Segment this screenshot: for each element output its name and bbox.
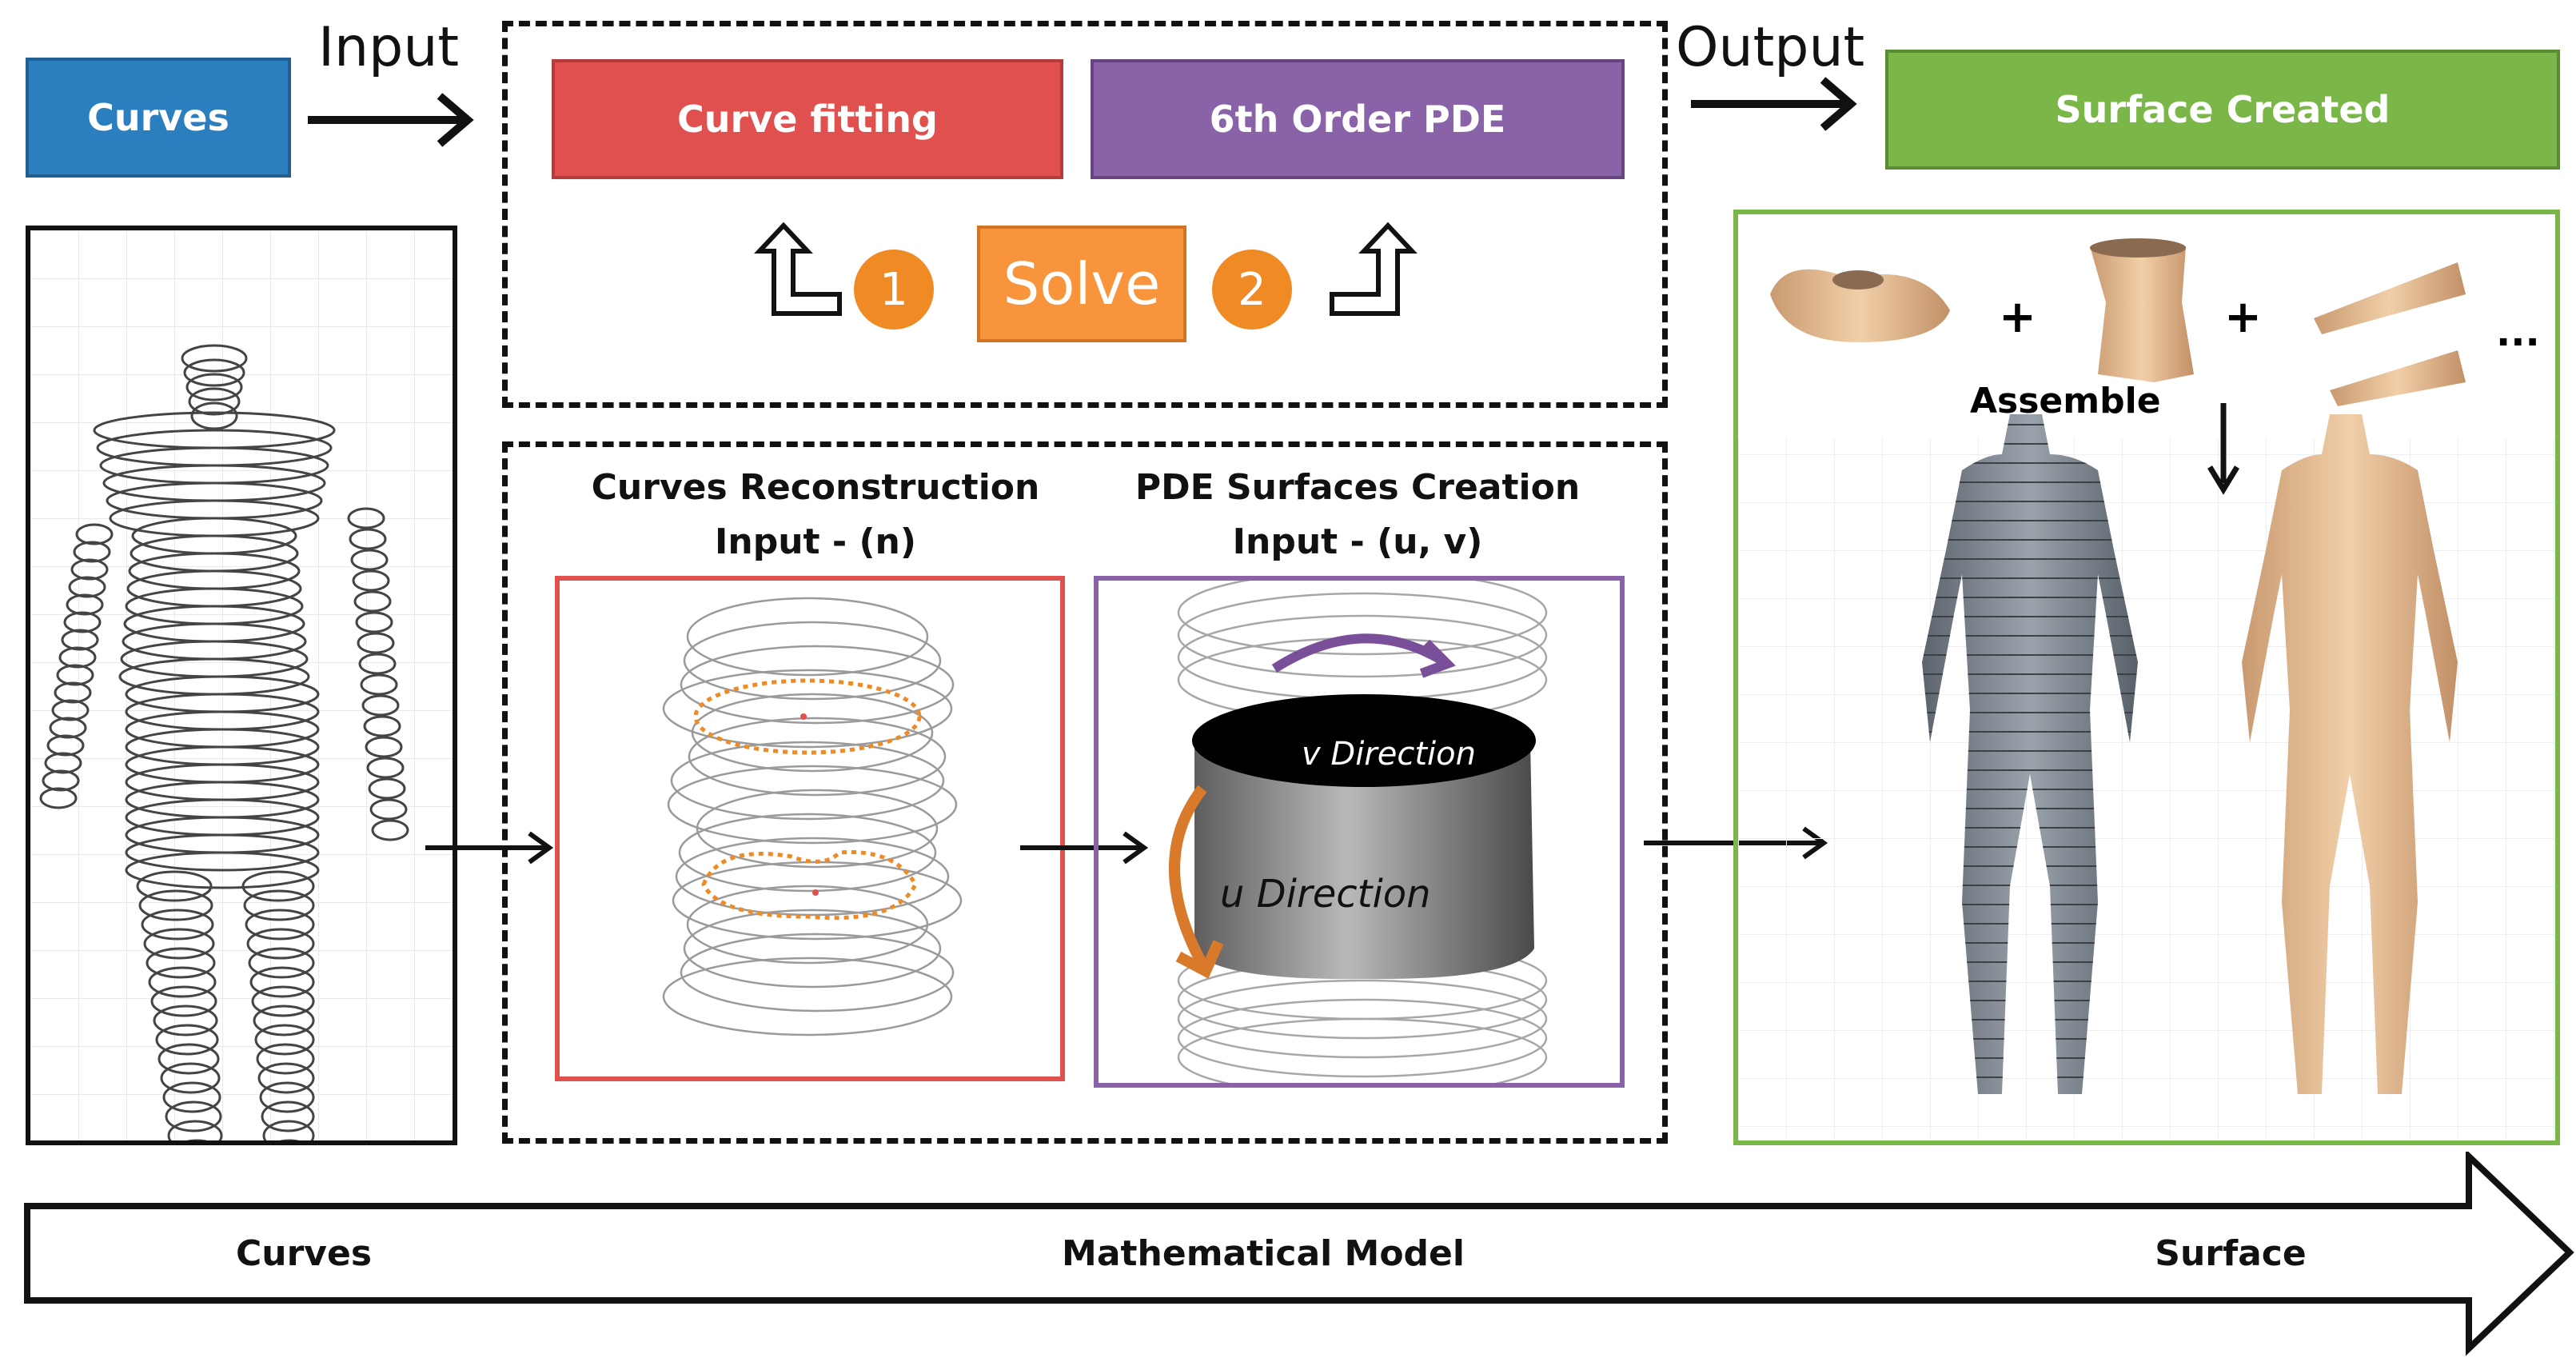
body-curves-wireframe	[30, 230, 453, 1305]
curves-input-label: Curves	[87, 96, 229, 139]
down-arrow-icon	[2207, 403, 2239, 495]
sixth-order-pde-label: 6th Order PDE	[1209, 98, 1506, 141]
pde-surface-panel: v Direction u Direction	[1094, 569, 1625, 1097]
input-label: Input	[318, 16, 460, 79]
pde-surfaces-input: Input - (u, v)	[1232, 521, 1483, 562]
assembled-surfaces	[1738, 238, 2555, 1140]
pde-surfaces-title: PDE Surfaces Creation	[1134, 467, 1581, 508]
curves-reconstruction-title: Curves Reconstruction	[591, 467, 1040, 508]
step-2-badge: 2	[1212, 250, 1292, 330]
assemble-label: Assemble	[1970, 381, 2161, 421]
surface-result-panel: + + ... Assemble	[1733, 210, 2560, 1145]
curve-fitting-label: Curve fitting	[677, 98, 938, 141]
stage-model-label: Mathematical Model	[1062, 1233, 1465, 1274]
u-turn-arrow-right-icon	[1330, 222, 1418, 316]
curve-fitting-box: Curve fitting	[552, 59, 1063, 179]
solver-dashed-group	[502, 21, 1668, 408]
curves-reconstruction-panel	[555, 576, 1065, 1081]
output-arrow-icon	[1691, 77, 1857, 131]
flow-arrow-1-icon	[425, 831, 554, 865]
model-dashed-group	[502, 441, 1668, 1144]
u-direction-label: u Direction	[1220, 872, 1431, 917]
input-arrow-icon	[308, 93, 474, 147]
plus-sign-1: +	[1999, 291, 2036, 343]
step-1-badge: 1	[854, 250, 934, 330]
ellipsis: ...	[2496, 310, 2540, 355]
plus-sign-2: +	[2224, 291, 2262, 343]
surface-created-box: Surface Created	[1885, 50, 2560, 170]
u-turn-arrow-left-icon	[754, 222, 842, 316]
step-2-number: 2	[1238, 263, 1266, 316]
sixth-order-pde-box: 6th Order PDE	[1091, 59, 1625, 179]
process-arrow-icon	[24, 1152, 2574, 1356]
striped-body-figure	[1922, 414, 2138, 1094]
pde-surface-illustration	[1169, 569, 1548, 1097]
solve-box: Solve	[977, 226, 1186, 342]
stage-curves-label: Curves	[235, 1233, 373, 1274]
reconstruction-curves	[662, 597, 963, 1036]
step-1-number: 1	[879, 263, 908, 316]
stage-surface-label: Surface	[2155, 1233, 2307, 1274]
surface-created-label: Surface Created	[2055, 88, 2391, 131]
curves-input-box: Curves	[26, 58, 291, 178]
flow-arrow-2-icon	[1020, 831, 1149, 865]
curves-body-panel	[26, 226, 457, 1305]
solve-label: Solve	[1003, 250, 1161, 318]
curves-reconstruction-input: Input - (n)	[715, 521, 916, 562]
output-label: Output	[1676, 16, 1865, 79]
v-direction-label: v Direction	[1302, 736, 1476, 773]
